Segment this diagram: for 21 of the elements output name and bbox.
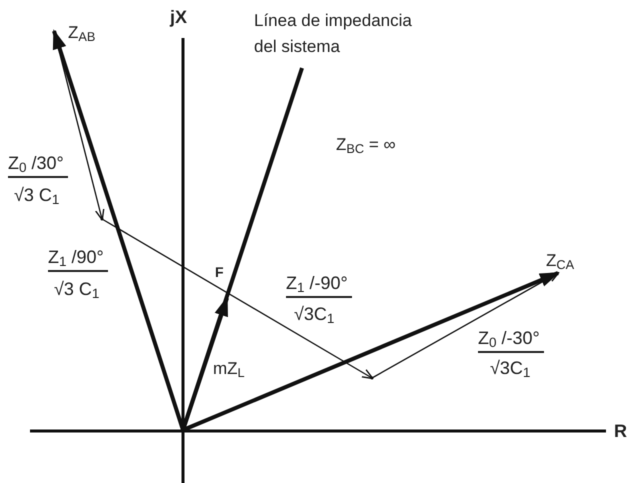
vector-vertex [370, 376, 374, 380]
vector-arrow [102, 218, 374, 380]
phasor-label: Z$_{CA}$ [546, 248, 574, 274]
phasor-arrow [182, 271, 560, 432]
diagram-label: √3 C$_{1}$ [14, 184, 60, 208]
vector-vertex [100, 218, 104, 220]
diagram-label: Z$_{0}$ /30° [8, 150, 68, 178]
diagram-label: Z$_{BC}$ = ∞ [336, 134, 396, 158]
phasor-label: Línea de impedancia del sistema [254, 8, 432, 60]
diagram-label: Z$_{1}$ /-90° [286, 270, 352, 298]
diagram-label: Z$_{0}$ /-30° [478, 325, 544, 353]
diagram-label: √3C$_{1}$ [490, 357, 530, 381]
diagram-label: Z$_{1}$ /90° [48, 244, 108, 272]
diagram-label: √3 C$_{1}$ [54, 278, 100, 302]
vector-arrow [372, 272, 560, 379]
phasor-label: F [215, 262, 224, 283]
diagram-label: √3C$_{1}$ [294, 303, 334, 327]
vector-arrow [53, 30, 104, 221]
phasor-label: Z$_{AB}$ [68, 20, 96, 46]
diagram-label: R [614, 420, 627, 443]
diagram-label: jX [170, 6, 188, 29]
